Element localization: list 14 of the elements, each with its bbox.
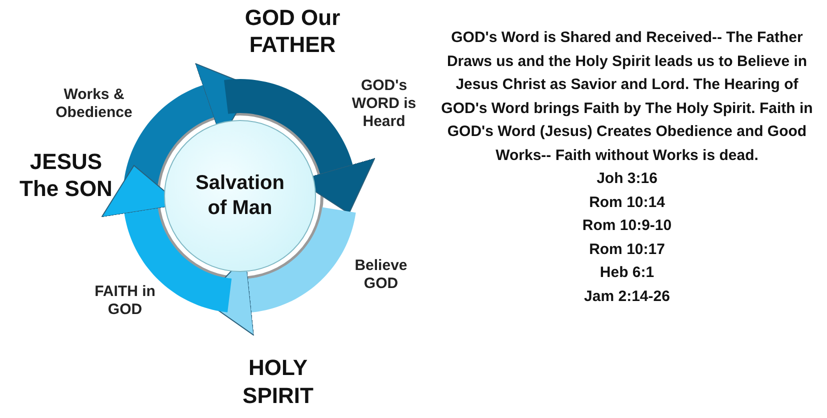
description-paragraph: GOD's Word is Shared and Received-- The Father Draws us and the Holy Spirit leads us to Believe in Jesus Christ as Savior and Lord. The Hearing of GOD's Word brings Faith by The Holy Spirit. Faith in GOD's Word (Jesus) Creates Obedience and Good Works-- Faith without Works is dead. (440, 28, 814, 166)
arrow-caption: GOD's WORD is Heard (350, 77, 418, 131)
heading-text: GOD Our FATHER (244, 4, 342, 58)
scripture-reference: Jam 2:14-26 (584, 286, 670, 306)
arrow-caption: Believe GOD (354, 257, 408, 293)
scripture-reference: Joh 3:16 (596, 169, 658, 189)
arrow-caption: FAITH in GOD (94, 283, 156, 319)
scripture-reference: Rom 10:9-10 (582, 216, 672, 236)
heading-text: HOLY SPIRIT (242, 354, 314, 410)
scripture-reference: Rom 10:17 (589, 240, 665, 260)
scripture-reference: Heb 6:1 (600, 263, 654, 283)
scripture-reference: Rom 10:14 (589, 192, 665, 212)
arrow-caption: Works & Obedience (54, 86, 134, 122)
heading-text: JESUS The SON (18, 148, 114, 202)
